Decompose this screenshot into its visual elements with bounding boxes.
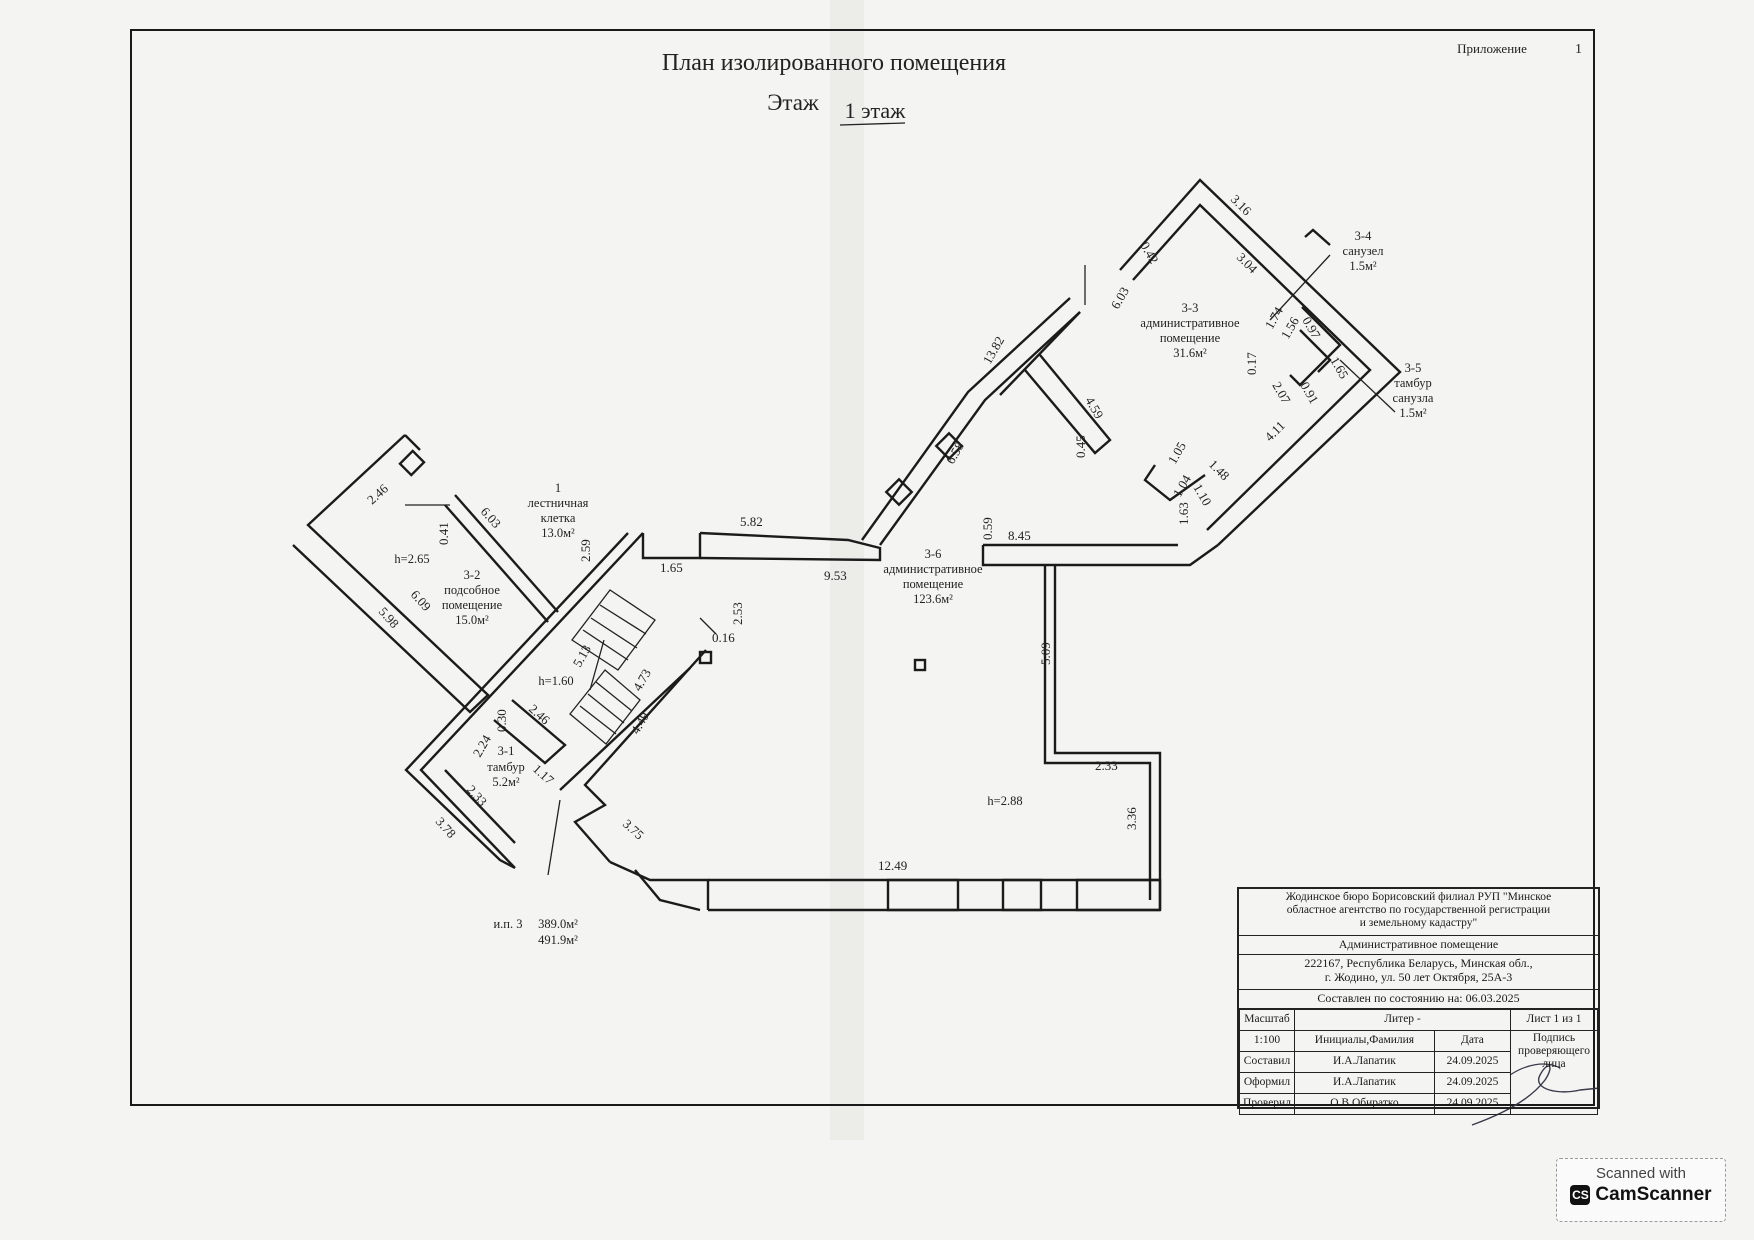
room-3-6-area: 123.6м² <box>913 592 953 606</box>
dimension-label: 2.33 <box>1095 758 1118 773</box>
room-3-2-height: h=2.65 <box>394 552 429 566</box>
dimension-label: 0.45 <box>1073 435 1088 458</box>
role-checked: Проверил <box>1239 1092 1295 1115</box>
room-3-2-area: 15.0м² <box>455 613 489 627</box>
room-3-3-name2: помещение <box>1160 331 1221 345</box>
room-1-name2: клетка <box>541 511 576 525</box>
date-checked: 24.09.2025 <box>1433 1092 1512 1115</box>
plan-walls <box>292 178 1402 912</box>
name-checked: О.В.Обиратко <box>1294 1092 1435 1115</box>
room-3-2-name2: помещение <box>442 598 503 612</box>
dimension-label: 2.59 <box>578 539 593 562</box>
dimension-label: 1.63 <box>1176 502 1191 525</box>
object-name: Административное помещение <box>1239 936 1598 955</box>
signature-col-header: Подпись проверяющего лица <box>1510 1029 1598 1115</box>
dimension-label: 0.17 <box>1244 352 1259 375</box>
room-3-5-area: 1.5м² <box>1399 406 1427 420</box>
room-3-4-name: санузел <box>1343 244 1384 258</box>
watermark-line-2: CamScanner <box>1595 1184 1712 1205</box>
address-line-2: г. Жодино, ул. 50 лет Октября, 25А-3 <box>1324 969 1513 984</box>
room-3-6-name2: помещение <box>903 577 964 591</box>
name-drafted: И.А.Лапатик <box>1294 1071 1435 1094</box>
signature-table: Масштаб Литер - Лист 1 из 1 1:100 Инициа… <box>1239 1008 1598 1115</box>
room-3-4-area: 1.5м² <box>1349 259 1377 273</box>
watermark-line-1: Scanned with <box>1595 1165 1687 1182</box>
sheet-label: Лист 1 из 1 <box>1510 1008 1598 1031</box>
col-date-header: Дата <box>1433 1029 1512 1052</box>
room-1-area: 13.0м² <box>541 526 575 540</box>
room-1-number: 1 <box>555 481 561 495</box>
room-3-6-height: h=2.88 <box>987 794 1022 808</box>
floor-value: 1 этаж <box>845 98 907 123</box>
room-3-1-name: тамбур <box>487 760 524 774</box>
drawing-frame <box>130 29 1595 1106</box>
role-composed: Составил <box>1239 1050 1295 1073</box>
date-drafted: 24.09.2025 <box>1433 1071 1512 1094</box>
stair-height: h=1.60 <box>538 674 573 688</box>
state-date: Составлен по состоянию на: 06.03.2025 <box>1239 990 1598 1009</box>
totals-area-2: 491.9м² <box>538 933 578 947</box>
room-3-4-number: 3-4 <box>1355 229 1372 243</box>
totals-label: и.п. 3 <box>493 917 522 931</box>
room-3-5-name: тамбур <box>1394 376 1431 390</box>
date-composed: 24.09.2025 <box>1433 1050 1512 1073</box>
room-3-1-area: 5.2м² <box>492 775 520 789</box>
dimension-label: 5.09 <box>1038 642 1053 665</box>
appendix-number: 1 <box>1575 42 1582 57</box>
scale-value: 1:100 <box>1239 1029 1295 1052</box>
room-1-name: лестничная <box>528 496 589 510</box>
room-3-6-number: 3-6 <box>925 547 942 561</box>
col-name-header: Инициалы,Фамилия <box>1294 1029 1435 1052</box>
org-line-3: и земельному кадастру" <box>1359 917 1478 930</box>
dimension-label: 9.53 <box>824 568 847 583</box>
room-3-5-name2: санузла <box>1393 391 1434 405</box>
liter-label: Литер - <box>1294 1008 1511 1031</box>
name-composed: И.А.Лапатик <box>1294 1050 1435 1073</box>
org-line-1: Жодинское бюро Борисовский филиал РУП "М… <box>1285 891 1552 903</box>
room-3-3-name: административное <box>1140 316 1240 330</box>
room-3-1-number: 3-1 <box>498 744 515 758</box>
dimension-label: 8.45 <box>1008 528 1031 543</box>
room-3-6-name: административное <box>883 562 983 576</box>
dimension-label: 0.16 <box>712 630 735 645</box>
room-3-5-number: 3-5 <box>1405 361 1422 375</box>
room-labels: 1 лестничная клетка 13.0м² h=2.65 3-2 по… <box>394 229 1433 947</box>
room-3-3-number: 3-3 <box>1182 301 1199 315</box>
room-3-2-name: подсобное <box>444 583 500 597</box>
scale-label: Масштаб <box>1239 1008 1295 1031</box>
address-line-1: 222167, Республика Беларусь, Минская обл… <box>1304 955 1533 970</box>
page-title: План изолированного помещения <box>662 50 1006 76</box>
totals-area-1: 389.0м² <box>538 917 578 931</box>
room-3-3-area: 31.6м² <box>1173 346 1207 360</box>
dimension-label: 2.53 <box>730 602 745 625</box>
floor-prefix: Этаж <box>767 90 819 115</box>
role-drafted: Оформил <box>1239 1071 1295 1094</box>
dimension-label: 5.82 <box>740 514 763 529</box>
dimension-label: 12.49 <box>878 858 907 873</box>
dimension-label: 1.65 <box>660 560 683 575</box>
camscanner-logo-icon: CS <box>1570 1185 1591 1205</box>
dimension-label: 3.36 <box>1124 807 1139 830</box>
dimension-label: 0.59 <box>980 517 995 540</box>
dimension-label: 0.30 <box>494 709 509 732</box>
appendix-label: Приложение <box>1457 41 1527 56</box>
dimension-label: 0.41 <box>436 522 451 545</box>
title-block: Жодинское бюро Борисовский филиал РУП "М… <box>1237 887 1600 1115</box>
org-line-2: областное агентство по государственной р… <box>1286 904 1551 917</box>
room-3-2-number: 3-2 <box>464 568 481 582</box>
